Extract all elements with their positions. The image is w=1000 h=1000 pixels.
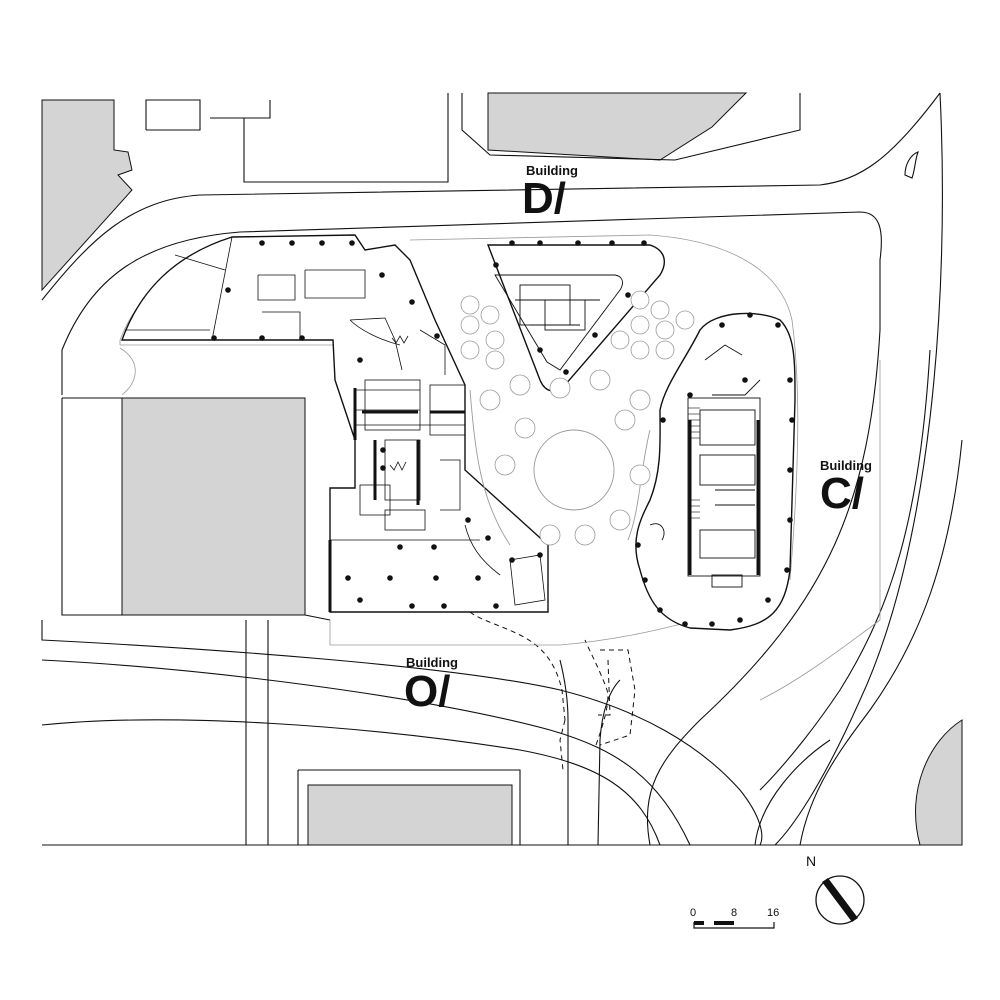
- building-c-grid: [688, 407, 700, 519]
- label-building-d: Building D/: [522, 163, 578, 223]
- building-d-internal: [494, 274, 623, 371]
- building-o-word: Building: [406, 655, 458, 670]
- label-building-o: Building O/: [404, 655, 458, 716]
- courtyard-trees: [460, 290, 695, 546]
- pedestrian-paths: [469, 611, 636, 771]
- scale-tick-8: 8: [731, 907, 737, 919]
- neighbour-block-north-west: [41, 99, 133, 292]
- building-d-word: Building: [526, 163, 578, 178]
- neighbour-block-west: [121, 397, 306, 616]
- north-label: N: [806, 853, 816, 869]
- scale-bar: 0 8 16: [690, 907, 779, 929]
- building-c-walls: [688, 420, 760, 575]
- scale-tick-0: 0: [690, 907, 696, 919]
- structural-columns: [211, 240, 795, 627]
- building-o-internal: [125, 236, 546, 606]
- building-c-footprint: [635, 312, 796, 631]
- courtyard: [469, 389, 651, 546]
- building-c-letter: C/: [820, 469, 864, 518]
- building-d-footprint: [486, 244, 666, 392]
- central-plaza-circle: [533, 429, 615, 511]
- label-building-c: Building C/: [820, 458, 872, 518]
- street-lines: [41, 92, 963, 846]
- north-arrow-needle: [822, 878, 858, 922]
- building-c-word: Building: [820, 458, 872, 473]
- neighbour-block-east: [915, 719, 963, 846]
- neighbour-block-north: [487, 92, 748, 161]
- neighbour-block-south: [307, 784, 513, 846]
- building-c-internal: [649, 344, 761, 588]
- building-o-letter: O/: [404, 667, 450, 716]
- building-d-letter: D/: [522, 174, 566, 223]
- building-o-walls: [328, 388, 465, 612]
- north-arrow: N: [806, 853, 865, 925]
- scale-tick-16: 16: [767, 907, 779, 919]
